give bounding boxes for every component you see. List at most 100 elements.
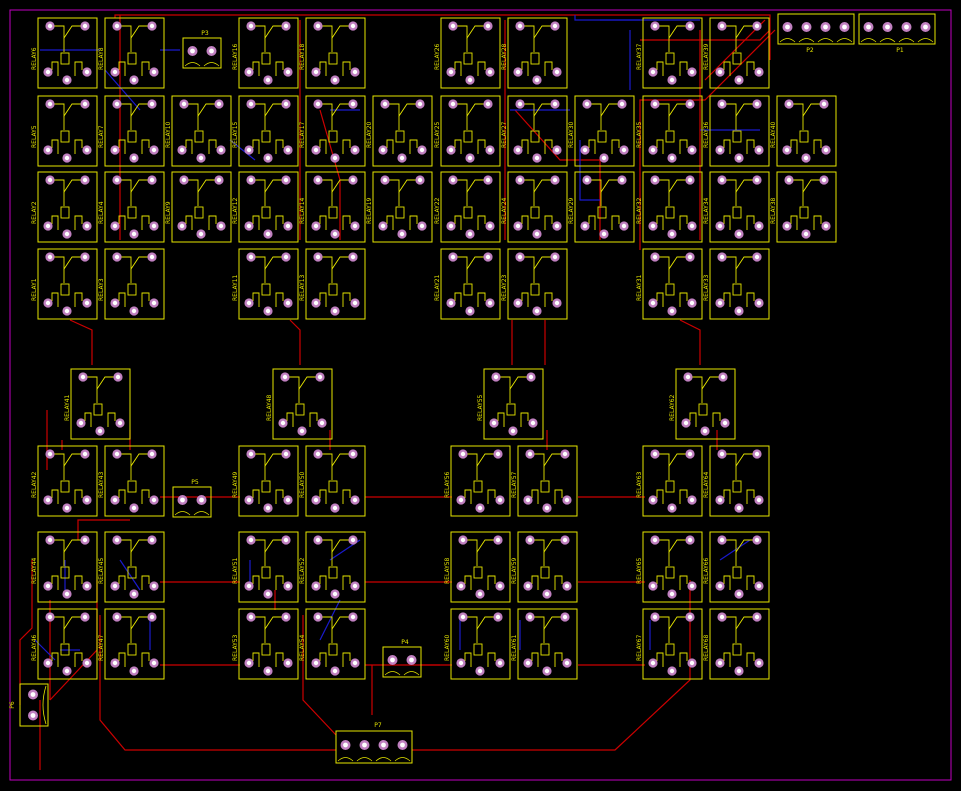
pad: [43, 658, 53, 668]
top-copper-trace: [640, 29, 771, 41]
pad: [717, 252, 727, 262]
pad: [263, 666, 273, 676]
pad: [348, 99, 358, 109]
pad: [112, 612, 122, 622]
pad: [648, 581, 658, 591]
pad: [483, 99, 493, 109]
pad: [650, 612, 660, 622]
pad: [244, 298, 254, 308]
pad: [821, 145, 831, 155]
connector-footprint: P5: [172, 479, 212, 518]
pad: [350, 298, 360, 308]
pad: [187, 46, 198, 56]
pad: [397, 229, 407, 239]
pad: [483, 175, 493, 185]
pad: [313, 175, 323, 185]
pad: [580, 145, 590, 155]
relay-footprint: RELAY59: [511, 531, 578, 603]
pad: [734, 306, 744, 316]
pad: [667, 153, 677, 163]
pad: [715, 581, 725, 591]
relay-footprint: RELAY13: [299, 248, 366, 320]
pad: [45, 252, 55, 262]
pad: [599, 153, 609, 163]
pad: [380, 99, 390, 109]
pad: [754, 298, 764, 308]
relay-footprint: RELAY41: [64, 368, 131, 440]
pad: [95, 426, 105, 436]
pad: [43, 581, 53, 591]
relay-label: RELAY53: [232, 634, 239, 661]
pad: [62, 589, 72, 599]
pad: [882, 22, 893, 32]
pad: [475, 503, 485, 513]
relay-footprint: RELAY1: [31, 248, 98, 320]
relay-label: RELAY52: [299, 557, 306, 584]
pad: [147, 21, 157, 31]
pad: [113, 372, 123, 382]
pad: [515, 252, 525, 262]
relay-footprint: RELAY48: [266, 368, 333, 440]
pad: [348, 612, 358, 622]
pad: [246, 535, 256, 545]
pad: [491, 372, 501, 382]
pad: [525, 612, 535, 622]
pad: [359, 740, 370, 750]
pad: [43, 67, 53, 77]
relay-footprint: RELAY26: [434, 17, 501, 89]
pad: [650, 21, 660, 31]
pad: [532, 153, 542, 163]
pad: [687, 221, 697, 231]
pad: [340, 740, 351, 750]
pad: [45, 21, 55, 31]
relay-footprint: RELAY46: [31, 608, 98, 680]
pad: [752, 449, 762, 459]
relay-label: RELAY56: [444, 471, 451, 498]
pad: [110, 67, 120, 77]
connector-label: P3: [201, 30, 209, 37]
pad: [112, 535, 122, 545]
pad: [619, 145, 629, 155]
pad: [179, 175, 189, 185]
relay-label: RELAY18: [299, 43, 306, 70]
pad: [214, 175, 224, 185]
pad: [330, 306, 340, 316]
pad: [552, 221, 562, 231]
pad: [112, 99, 122, 109]
pad: [415, 175, 425, 185]
relay-footprint: RELAY6: [31, 17, 98, 89]
pad: [754, 495, 764, 505]
relay-label: RELAY2: [31, 201, 38, 224]
relay-footprint: RELAY16: [232, 17, 299, 89]
pad: [513, 145, 523, 155]
pad: [330, 229, 340, 239]
pad: [110, 581, 120, 591]
pad: [458, 535, 468, 545]
relay-footprint: RELAY25: [434, 95, 501, 167]
relay-footprint: RELAY14: [299, 171, 366, 243]
relay-label: RELAY5: [31, 125, 38, 148]
pad: [244, 581, 254, 591]
relay-label: RELAY16: [232, 43, 239, 70]
relay-footprint: RELAY60: [444, 608, 511, 680]
pad: [619, 221, 629, 231]
pad: [177, 221, 187, 231]
pad: [819, 99, 829, 109]
connector-label: P7: [374, 722, 382, 729]
pad: [687, 145, 697, 155]
pad: [754, 221, 764, 231]
relay-label: RELAY62: [669, 394, 676, 421]
pad: [582, 175, 592, 185]
pad: [754, 67, 764, 77]
relay-label: RELAY25: [434, 121, 441, 148]
relay-footprint: RELAY4: [98, 171, 165, 243]
relay-footprint: RELAY35: [636, 95, 703, 167]
pad: [62, 153, 72, 163]
pad: [281, 535, 291, 545]
relay-footprint: RELAY24: [501, 171, 568, 243]
relay-label: RELAY40: [770, 121, 777, 148]
pad: [485, 298, 495, 308]
pad: [196, 153, 206, 163]
pad: [206, 46, 217, 56]
pad: [513, 221, 523, 231]
